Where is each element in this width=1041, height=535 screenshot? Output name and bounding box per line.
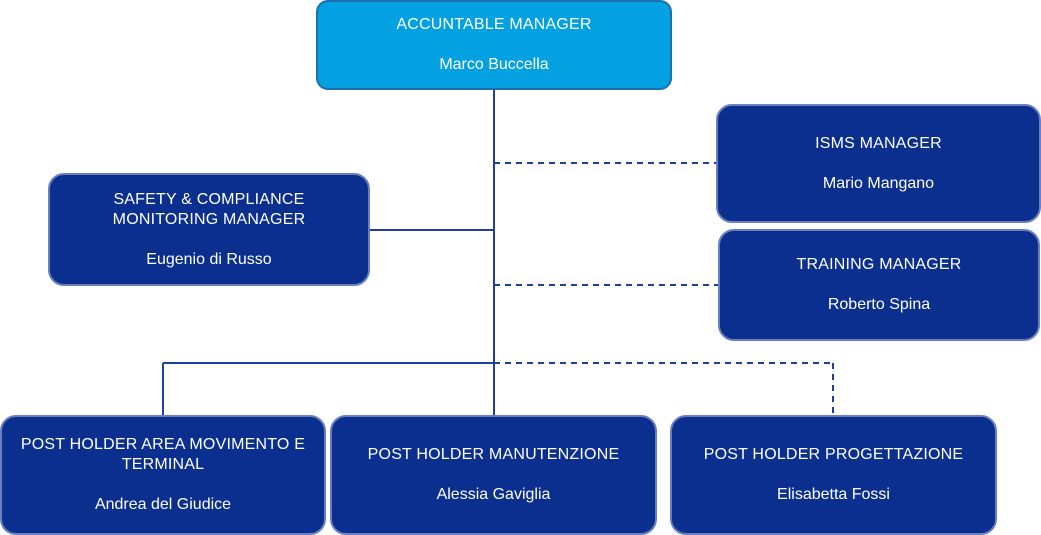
safety-compliance-name: Eugenio di Russo xyxy=(146,250,272,268)
safety-compliance-role: SAFETY & COMPLIANCE MONITORING MANAGER xyxy=(112,190,306,228)
post-holder-manutenzione-box: POST HOLDER MANUTENZIONE Alessia Gavigli… xyxy=(330,415,657,535)
post-holder-progettazione-box: POST HOLDER PROGETTAZIONE Elisabetta Fos… xyxy=(670,415,997,535)
isms-manager-box: ISMS MANAGER Mario Mangano xyxy=(716,104,1041,223)
post-holder-manutenzione-role: POST HOLDER MANUTENZIONE xyxy=(367,446,620,463)
safety-compliance-box: SAFETY & COMPLIANCE MONITORING MANAGER E… xyxy=(48,173,370,286)
post-holder-manutenzione-name: Alessia Gaviglia xyxy=(436,486,551,503)
training-manager-role: TRAINING MANAGER xyxy=(796,256,962,273)
accountable-manager-name: Marco Buccella xyxy=(439,56,549,73)
accountable-manager-role: ACCUNTABLE MANAGER xyxy=(396,16,592,33)
training-manager-name: Roberto Spina xyxy=(827,296,931,313)
post-holder-movimento-name: Andrea del Giudice xyxy=(94,496,232,513)
post-holder-progettazione-role: POST HOLDER PROGETTAZIONE xyxy=(703,446,964,463)
isms-manager-role: ISMS MANAGER xyxy=(815,134,942,152)
isms-manager-name: Mario Mangano xyxy=(822,174,935,192)
post-holder-movimento-box: POST HOLDER AREA MOVIMENTO E TERMINAL An… xyxy=(0,415,326,535)
training-manager-box: TRAINING MANAGER Roberto Spina xyxy=(718,229,1040,341)
accountable-manager-box: ACCUNTABLE MANAGER Marco Buccella xyxy=(316,0,672,90)
post-holder-progettazione-name: Elisabetta Fossi xyxy=(777,486,890,503)
post-holder-movimento-role: POST HOLDER AREA MOVIMENTO E TERMINAL xyxy=(20,436,306,473)
